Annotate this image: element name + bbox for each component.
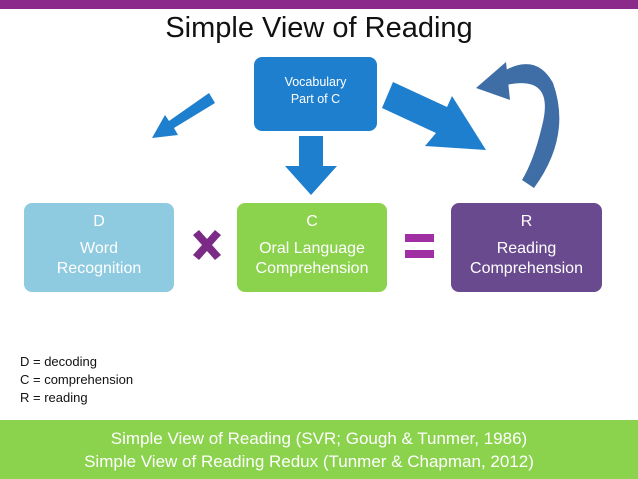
citation-line-1: Simple View of Reading (SVR; Gough & Tun… — [110, 429, 528, 448]
legend-item-comprehension: C = comprehension — [20, 372, 134, 387]
reading-label-line2: Comprehension — [470, 260, 583, 277]
legend: D = decoding C = comprehension R = readi… — [20, 353, 133, 407]
curved-arrow-icon — [476, 62, 560, 188]
comprehension-box: C Oral Language Comprehension — [237, 203, 387, 292]
reading-label-line1: Reading — [496, 240, 557, 257]
arrow-to-r-icon — [382, 82, 486, 150]
multiply-icon — [193, 230, 221, 260]
arrow-to-d-icon — [152, 93, 215, 138]
decoding-box: D Word Recognition — [24, 203, 174, 292]
reading-box: R Reading Comprehension — [451, 203, 602, 292]
comprehension-letter: C — [306, 213, 318, 230]
vocabulary-label: Vocabulary — [284, 75, 347, 89]
comprehension-label-line1: Oral Language — [259, 240, 365, 257]
equals-icon — [405, 234, 434, 258]
decoding-label-line1: Word — [80, 240, 118, 257]
legend-item-decoding: D = decoding — [20, 354, 97, 369]
comprehension-label-line2: Comprehension — [255, 260, 369, 277]
top-accent-bar — [0, 0, 638, 9]
decoding-label-line2: Recognition — [56, 260, 142, 277]
decoding-letter: D — [93, 213, 105, 230]
citation-footer: Simple View of Reading (SVR; Gough & Tun… — [0, 420, 638, 479]
vocabulary-sublabel: Part of C — [290, 92, 341, 106]
legend-item-reading: R = reading — [20, 390, 88, 405]
arrow-to-c-icon — [285, 136, 337, 195]
citation-line-2: Simple View of Reading Redux (Tunmer & C… — [84, 452, 534, 471]
page-title: Simple View of Reading — [165, 12, 473, 44]
vocabulary-box: Vocabulary Part of C — [254, 57, 377, 131]
reading-letter: R — [520, 213, 533, 230]
